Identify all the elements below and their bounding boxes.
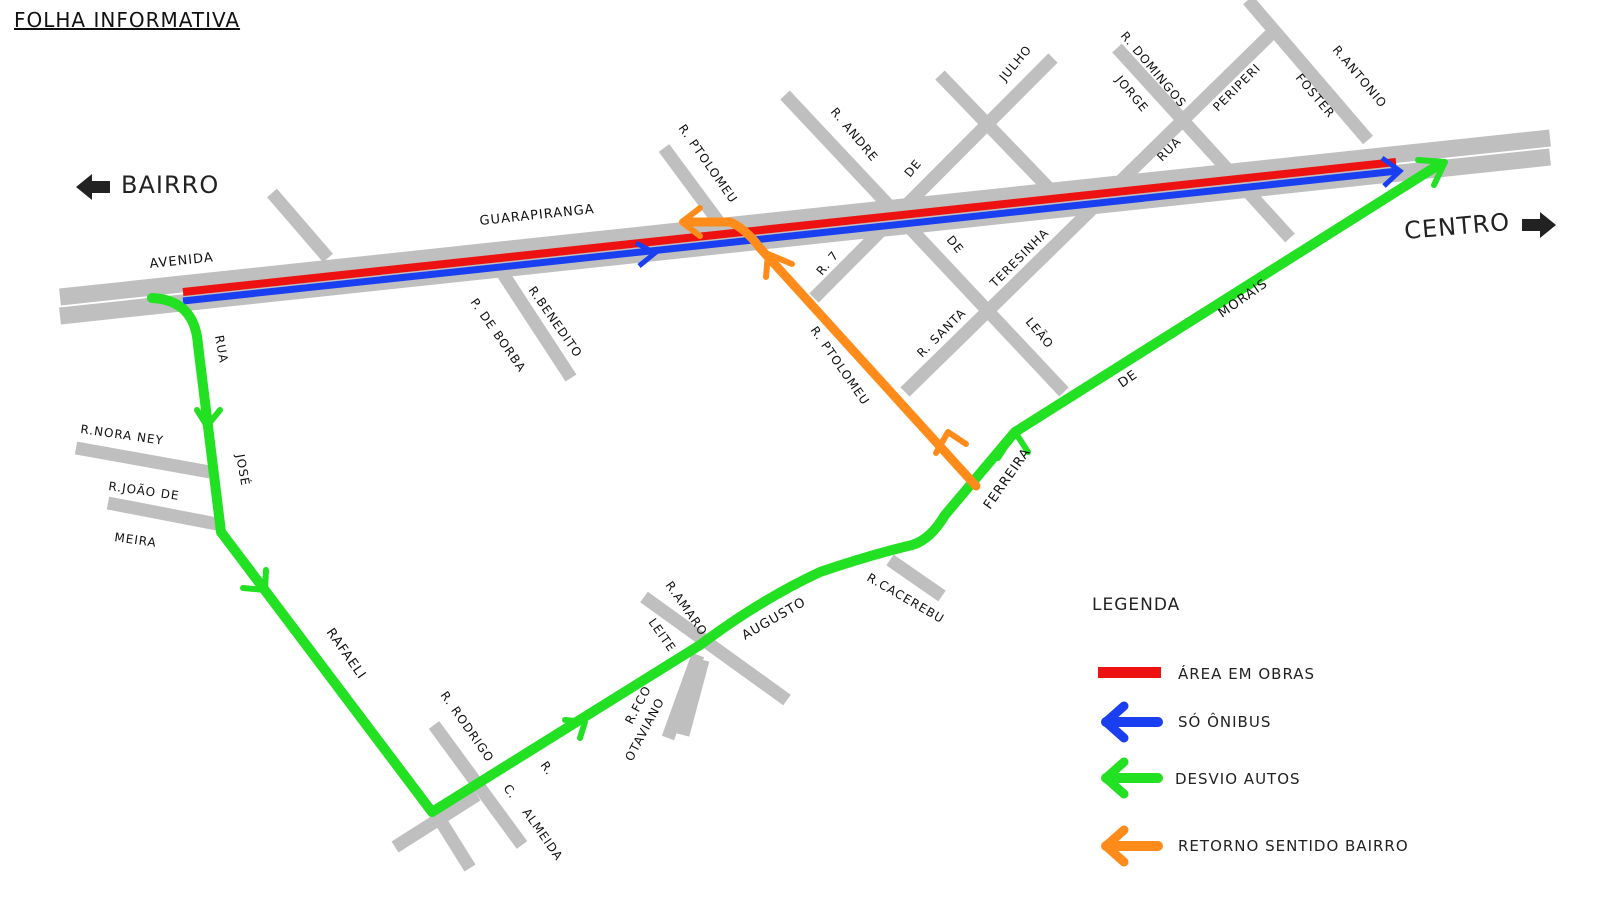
arrow-left-icon xyxy=(76,174,110,200)
legend-blue-arrow-left-icon xyxy=(1101,701,1163,743)
label-de-2: DE xyxy=(944,233,967,256)
return-path xyxy=(679,217,981,491)
return-route xyxy=(679,205,981,491)
bairro-label: BAIRRO xyxy=(121,171,219,199)
page-title: FOLHA INFORMATIVA xyxy=(14,8,241,32)
arrow-right-icon xyxy=(1522,212,1556,238)
street-nora-ney xyxy=(74,441,212,479)
label-r-rodrigo: R. RODRIGO xyxy=(438,689,497,765)
street-cacerebu xyxy=(886,554,946,602)
avenida-guarapiranga-north xyxy=(59,129,1551,306)
return-arrow-3-icon xyxy=(679,205,703,239)
label-almeida: ALMEIDA xyxy=(520,806,566,864)
direction-bairro: BAIRRO xyxy=(76,171,219,200)
street-labels: AVENIDA GUARAPIRANGA RUA JOSÉ RAFAELI R.… xyxy=(80,29,1390,863)
street-network xyxy=(59,0,1551,872)
bus-lane-line xyxy=(182,167,1399,305)
detour-arrow-3-icon xyxy=(562,717,588,741)
legend-red-bar xyxy=(1098,667,1161,678)
street-fco-otaviano-b xyxy=(676,658,710,737)
label-avenida: AVENIDA xyxy=(149,250,215,272)
legend-title: LEGENDA xyxy=(1092,595,1180,615)
street-fco-otaviano xyxy=(661,652,705,741)
label-jose: JOSÉ xyxy=(233,452,254,487)
street-joao-de-meira xyxy=(106,496,224,532)
return-arrow-1-icon xyxy=(933,429,969,456)
label-augusto: AUGUSTO xyxy=(740,595,809,644)
street-upper-left xyxy=(267,188,333,263)
legend-orange-arrow-left-icon xyxy=(1101,825,1163,867)
legend-green-arrow-left-icon xyxy=(1101,757,1163,799)
legend-label-works: ÁREA EM OBRAS xyxy=(1178,664,1315,683)
legend-label-return: RETORNO SENTIDO BAIRRO xyxy=(1178,837,1409,855)
street-benedito xyxy=(484,250,577,382)
detour-arrow-1-icon xyxy=(194,407,223,429)
detour-arrow-5-icon xyxy=(1415,157,1448,188)
label-c: C. xyxy=(501,782,521,802)
street-r7 xyxy=(935,70,1070,210)
direction-centro: CENTRO xyxy=(1403,208,1556,245)
label-de-1: DE xyxy=(902,157,925,180)
street-andre-de xyxy=(780,90,1069,397)
return-arrow-2-icon xyxy=(763,251,795,280)
car-detour-route xyxy=(147,157,1448,817)
work-area xyxy=(182,158,1397,296)
bus-arrow-end-icon xyxy=(1380,155,1404,188)
legend-label-detour: DESVIO AUTOS xyxy=(1175,770,1301,788)
street-santa-teresinha xyxy=(900,25,1280,397)
street-amaro-leite xyxy=(640,591,791,706)
bus-only-route xyxy=(182,155,1404,305)
label-meira: MEIRA xyxy=(114,530,158,550)
street-antonio xyxy=(1243,0,1373,145)
street-julho xyxy=(809,53,1058,303)
street-ptolomeu-top xyxy=(658,144,724,225)
label-rua: RUA xyxy=(212,334,231,364)
label-nora-ney: R.NORA NEY xyxy=(80,422,165,448)
label-r-dot: R. xyxy=(538,759,557,778)
work-area-line xyxy=(182,158,1397,296)
detour-arrow-2-icon xyxy=(240,567,269,593)
label-ptolomeu-top: R. PTOLOMEU xyxy=(676,122,741,206)
street-bottom-vertical xyxy=(429,808,476,872)
detour-path xyxy=(147,159,1445,817)
centro-label: CENTRO xyxy=(1403,208,1511,245)
legend: LEGENDA ÁREA EM OBRAS SÓ ÔNIBUS DESVIO A… xyxy=(1092,595,1409,867)
bus-arrow-icon xyxy=(634,240,660,268)
label-guarapiranga: GUARAPIRANGA xyxy=(479,202,596,229)
street-domingos-jorge xyxy=(1112,43,1295,243)
detour-arrow-4-icon xyxy=(995,429,1031,461)
legend-label-bus: SÓ ÔNIBUS xyxy=(1178,712,1271,731)
